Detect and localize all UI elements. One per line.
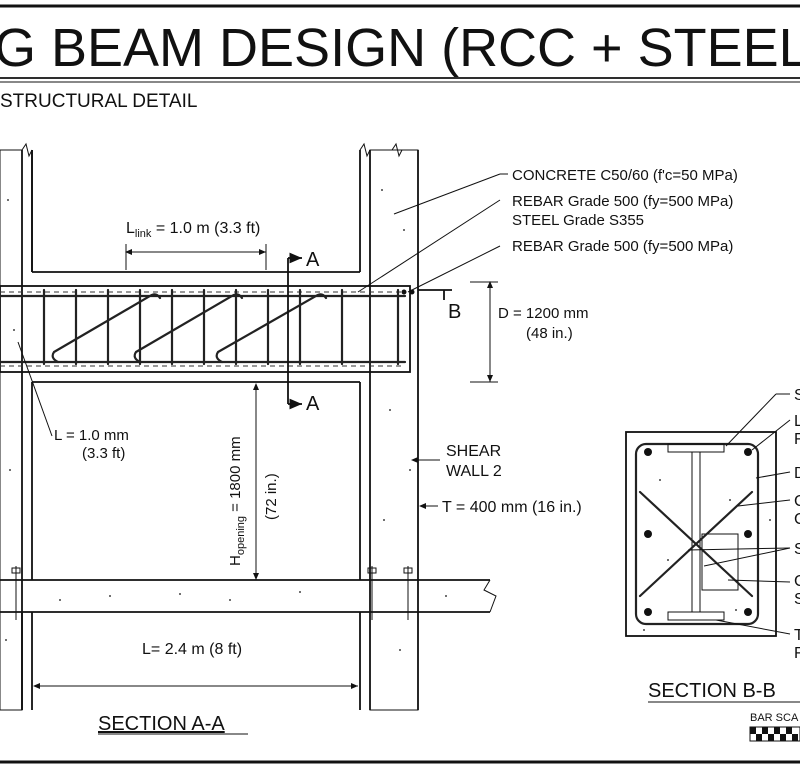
section-bb-title: SECTION B-B	[648, 680, 776, 702]
svg-text:BAR SCA: BAR SCA	[750, 712, 799, 724]
svg-text:D: D	[794, 465, 800, 482]
svg-text:CONCRETE C50/60 (f'c=50 MPa): CONCRETE C50/60 (f'c=50 MPa)	[512, 167, 738, 184]
svg-text:REBAR Grade 500 (fy=500 MPa): REBAR Grade 500 (fy=500 MPa)	[512, 193, 733, 210]
drawing-title: G BEAM DESIGN (RCC + STEEL)	[0, 18, 800, 78]
section-cut-a: A A	[287, 249, 320, 415]
svg-text:WALL 2: WALL 2	[446, 463, 502, 480]
svg-text:(3.3 ft): (3.3 ft)	[82, 445, 125, 462]
link-length-dimension: Llink = 1.0 m (3.3 ft)	[125, 220, 267, 270]
svg-text:STEEL Grade S355: STEEL Grade S355	[512, 212, 644, 229]
svg-text:S: S	[794, 387, 800, 404]
span-dimension: L= 2.4 m (8 ft)	[33, 641, 358, 689]
svg-text:REBAR Grade 500 (fy=500 MPa): REBAR Grade 500 (fy=500 MPa)	[512, 238, 733, 255]
svg-text:Hopening = 1800 mm: Hopening = 1800 mm	[227, 436, 247, 566]
svg-text:S: S	[794, 541, 800, 558]
drawing-subtitle: STRUCTURAL DETAIL	[0, 91, 197, 112]
svg-text:D = 1200 mm: D = 1200 mm	[498, 305, 588, 322]
svg-text:C: C	[794, 511, 800, 528]
svg-text:S: S	[794, 591, 800, 608]
concrete-texture	[5, 189, 447, 651]
material-callouts: CONCRETE C50/60 (f'c=50 MPa) REBAR Grade…	[357, 167, 738, 295]
svg-text:L = 1.0 mm: L = 1.0 mm	[54, 427, 129, 444]
svg-text:B: B	[448, 301, 461, 323]
svg-text:C: C	[794, 493, 800, 510]
section-aa-title: SECTION A-A	[98, 713, 225, 735]
svg-text:A: A	[306, 393, 320, 415]
shear-wall-label: SHEAR WALL 2	[411, 443, 502, 480]
svg-text:T: T	[794, 627, 800, 644]
svg-text:F: F	[794, 645, 800, 662]
svg-text:C: C	[794, 573, 800, 590]
section-bb	[625, 431, 777, 637]
svg-text:A: A	[306, 249, 320, 271]
svg-text:(48 in.): (48 in.)	[526, 325, 573, 342]
svg-text:L: L	[794, 413, 800, 430]
beam-depth-dimension: D = 1200 mm (48 in.)	[470, 281, 588, 383]
svg-text:L= 2.4 m (8 ft): L= 2.4 m (8 ft)	[142, 641, 242, 658]
svg-text:T = 400 mm (16 in.): T = 400 mm (16 in.)	[442, 499, 582, 516]
section-cut-b: B	[418, 289, 461, 323]
l1-dimension: L = 1.0 mm (3.3 ft)	[17, 341, 129, 462]
diagonal-bars	[51, 293, 328, 364]
wall-thickness-label: T = 400 mm (16 in.)	[419, 499, 582, 516]
svg-text:Llink = 1.0 m (3.3 ft): Llink = 1.0 m (3.3 ft)	[126, 220, 260, 240]
section-bb-callouts: S L F D C C S C S T F	[687, 387, 800, 662]
svg-text:(72 in.): (72 in.)	[263, 473, 280, 520]
anchor-bolts	[11, 566, 413, 620]
drawing-frame	[0, 4, 800, 764]
svg-text:SHEAR: SHEAR	[446, 443, 501, 460]
svg-text:F: F	[794, 431, 800, 448]
bar-scale: BAR SCA	[749, 712, 800, 742]
section-aa-elevation	[0, 142, 497, 711]
opening-height-dimension: Hopening = 1800 mm (72 in.)	[227, 383, 280, 580]
